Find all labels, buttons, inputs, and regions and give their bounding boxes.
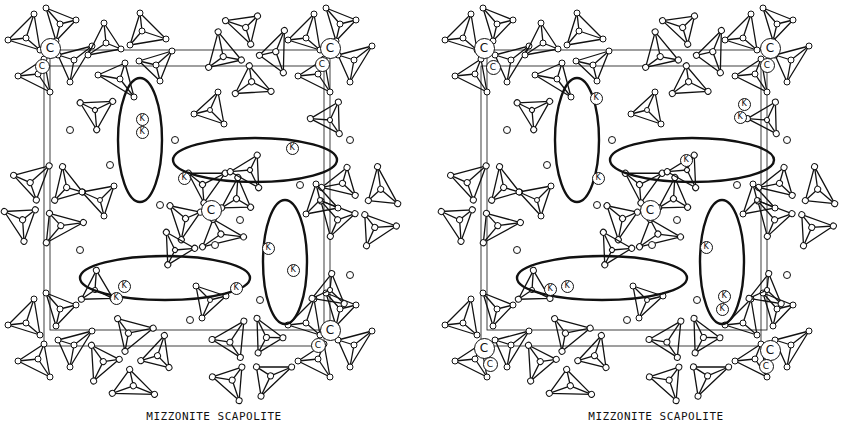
atom-circle: K	[110, 292, 123, 305]
atom-symbol: C	[319, 60, 325, 69]
atom-symbol: K	[139, 128, 144, 136]
atom-symbol: C	[763, 362, 769, 371]
atom-circle: K	[680, 154, 693, 167]
atom-symbol: K	[289, 144, 294, 152]
atom-symbol: K	[181, 174, 186, 182]
atom-circle: C	[311, 338, 326, 353]
atom-circle: C	[640, 200, 661, 221]
atom-circle: C	[474, 38, 495, 59]
atom-symbol: K	[741, 100, 746, 108]
atom-circle: K	[136, 126, 149, 139]
atom-circle: K	[178, 172, 191, 185]
atom-circle: K	[561, 280, 574, 293]
atom-symbol: K	[595, 174, 600, 182]
atom-circle: C	[760, 38, 781, 59]
atom-circle: K	[262, 242, 275, 255]
atom-circle: C	[320, 38, 341, 59]
atom-symbol: K	[593, 94, 598, 102]
atom-circle: C	[760, 58, 775, 73]
atom-symbol: K	[113, 294, 118, 302]
atom-circle: K	[286, 142, 299, 155]
atom-circle: C	[40, 38, 61, 59]
atom-circle: K	[718, 290, 731, 303]
atom-symbol: C	[646, 204, 654, 216]
atom-symbol: K	[683, 156, 688, 164]
atom-symbol: K	[139, 115, 144, 123]
atom-symbol: K	[233, 284, 238, 292]
atom-circle: K	[230, 282, 243, 295]
atom-circle: C	[201, 200, 222, 221]
atom-circle: K	[287, 264, 300, 277]
atom-symbol: C	[766, 344, 774, 356]
atom-circle: K	[592, 172, 605, 185]
atom-circle: C	[320, 320, 341, 341]
atom-circle: K	[136, 113, 149, 126]
atom-circle: K	[734, 111, 747, 124]
atom-circle: K	[716, 303, 729, 316]
atom-symbol: K	[121, 282, 126, 290]
atom-symbol: C	[207, 204, 215, 216]
atom-circle: C	[483, 357, 498, 372]
atom-circle: C	[760, 340, 781, 361]
atom-circle: C	[315, 57, 330, 72]
atom-symbol: K	[719, 305, 724, 313]
atom-circle: K	[738, 98, 751, 111]
atom-circle: K	[544, 283, 557, 296]
atom-symbol: K	[547, 285, 552, 293]
atom-symbol: K	[737, 113, 742, 121]
atom-symbol: C	[487, 360, 493, 369]
atom-symbol: C	[326, 42, 334, 54]
atom-symbol: C	[480, 342, 488, 354]
atom-symbol: K	[290, 266, 295, 274]
atom-symbol: K	[703, 243, 708, 251]
atom-symbol: C	[46, 42, 54, 54]
figure-caption: MIZZONITE SCAPOLITE	[144, 410, 283, 423]
atom-circle: C	[759, 359, 774, 374]
atom-symbol: C	[315, 341, 321, 350]
atom-symbol: C	[490, 63, 496, 72]
atom-symbol: K	[564, 282, 569, 290]
atom-circle: C	[486, 60, 501, 75]
atom-circle: K	[700, 241, 713, 254]
atom-circle: K	[590, 92, 603, 105]
atom-symbol: C	[326, 324, 334, 336]
atom-symbol: K	[265, 244, 270, 252]
atom-circle: C	[35, 59, 50, 74]
atom-symbol: C	[766, 42, 774, 54]
atom-symbol: K	[721, 292, 726, 300]
atom-symbol: C	[480, 42, 488, 54]
atom-circle: C	[474, 338, 495, 359]
atom-symbol: C	[39, 62, 45, 71]
figure-caption: MIZZONITE SCAPOLITE	[586, 410, 725, 423]
atom-symbol: C	[764, 61, 770, 70]
atom-circle: K	[118, 280, 131, 293]
